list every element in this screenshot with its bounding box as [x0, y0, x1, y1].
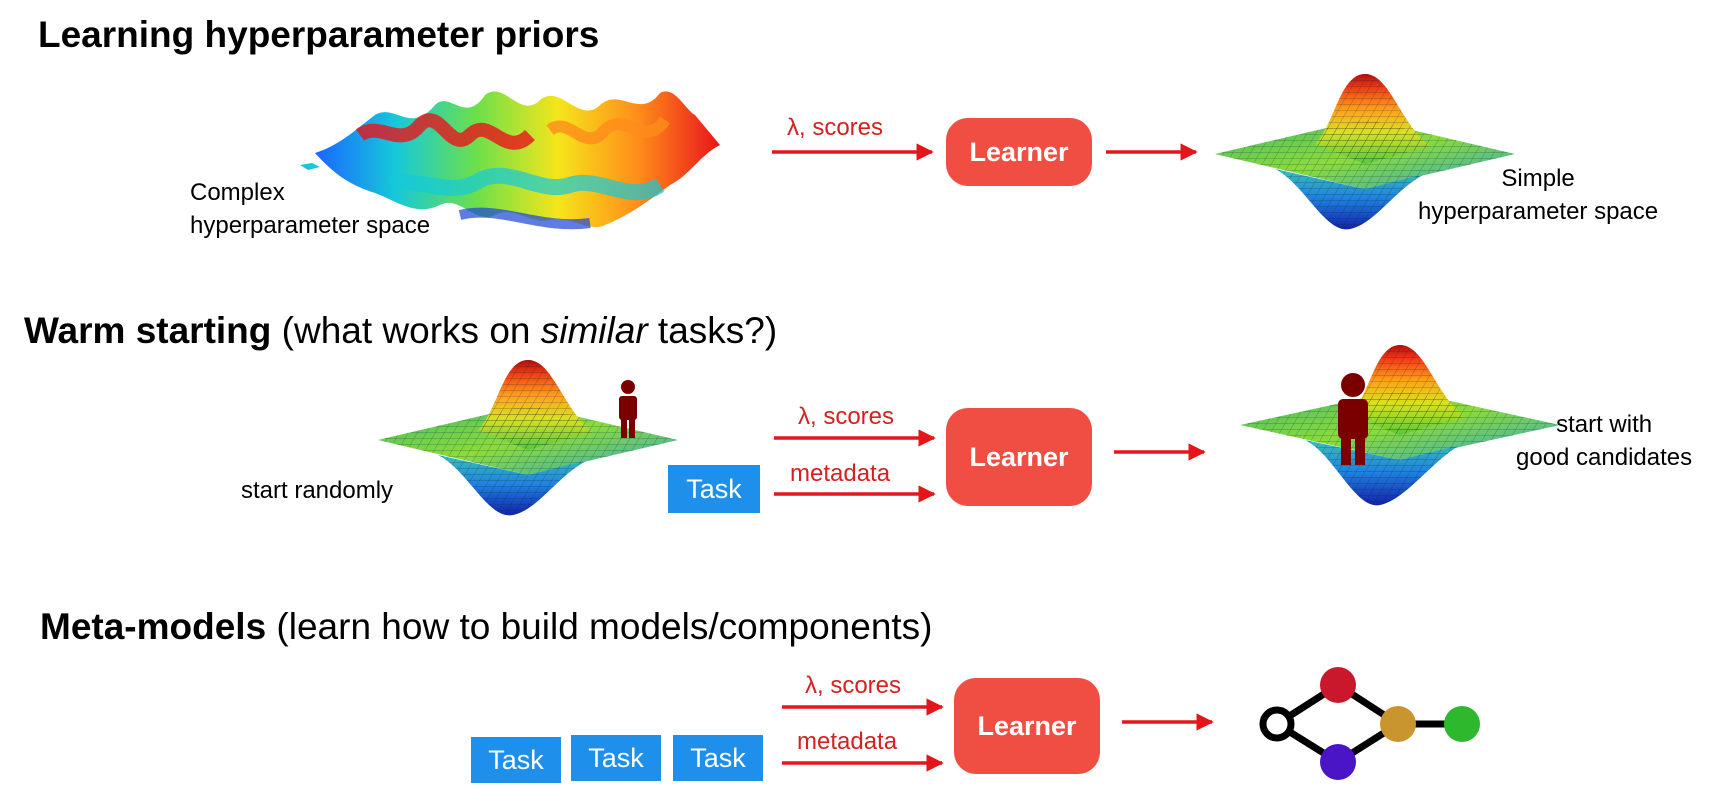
arrow-to-learner-1 — [772, 143, 934, 161]
task-box-3b: Task — [571, 735, 661, 781]
section2-title: Warm starting (what works on similar tas… — [24, 310, 778, 351]
section3-title: Meta-models (learn how to build models/c… — [40, 606, 933, 647]
graph-node-purple — [1320, 744, 1356, 780]
good-candidates-label: start with good candidates — [1516, 411, 1693, 471]
learner-box-2: Learner — [946, 408, 1092, 506]
random-start-surface-image — [378, 360, 678, 516]
arrow-scores-to-learner-2 — [774, 429, 936, 447]
arrow3-bottom-label: metadata — [797, 728, 898, 755]
task-box-2: Task — [668, 465, 760, 513]
task-box-3c: Task — [673, 735, 763, 781]
task-box-3a: Task — [471, 737, 561, 783]
arrow2-bottom-label: metadata — [790, 460, 891, 487]
arrow-from-learner-2 — [1114, 443, 1206, 461]
arrow2-top-label: λ, scores — [798, 403, 895, 430]
section1-title: Learning hyperparameter priors — [38, 14, 600, 55]
person-icon — [1338, 373, 1368, 465]
arrow-scores-to-learner-3 — [782, 698, 944, 716]
arrow1-label: λ, scores — [787, 114, 884, 141]
learner-box-3: Learner — [954, 678, 1100, 774]
arrow3-top-label: λ, scores — [805, 672, 902, 699]
arrow-metadata-to-learner-3 — [782, 754, 944, 772]
person-icon — [619, 380, 637, 438]
start-randomly-label: start randomly — [241, 477, 394, 504]
graph-node-red — [1320, 667, 1356, 703]
model-graph-diagram — [1259, 667, 1480, 780]
arrow-from-learner-1 — [1106, 143, 1198, 161]
learner-box-1: Learner — [946, 118, 1092, 186]
complex-surface-image — [300, 91, 720, 230]
arrow-metadata-to-learner-2 — [774, 485, 936, 503]
graph-node-gold — [1380, 706, 1416, 742]
good-start-surface-image — [1240, 345, 1560, 506]
arrow-from-learner-3 — [1122, 713, 1214, 731]
graph-input-node — [1259, 706, 1295, 742]
complex-space-label: Complex hyperparameter space — [190, 179, 431, 239]
graph-node-green — [1444, 706, 1480, 742]
simple-surface-image — [1215, 74, 1515, 230]
simple-space-label: Simple hyperparameter space — [1418, 165, 1659, 225]
